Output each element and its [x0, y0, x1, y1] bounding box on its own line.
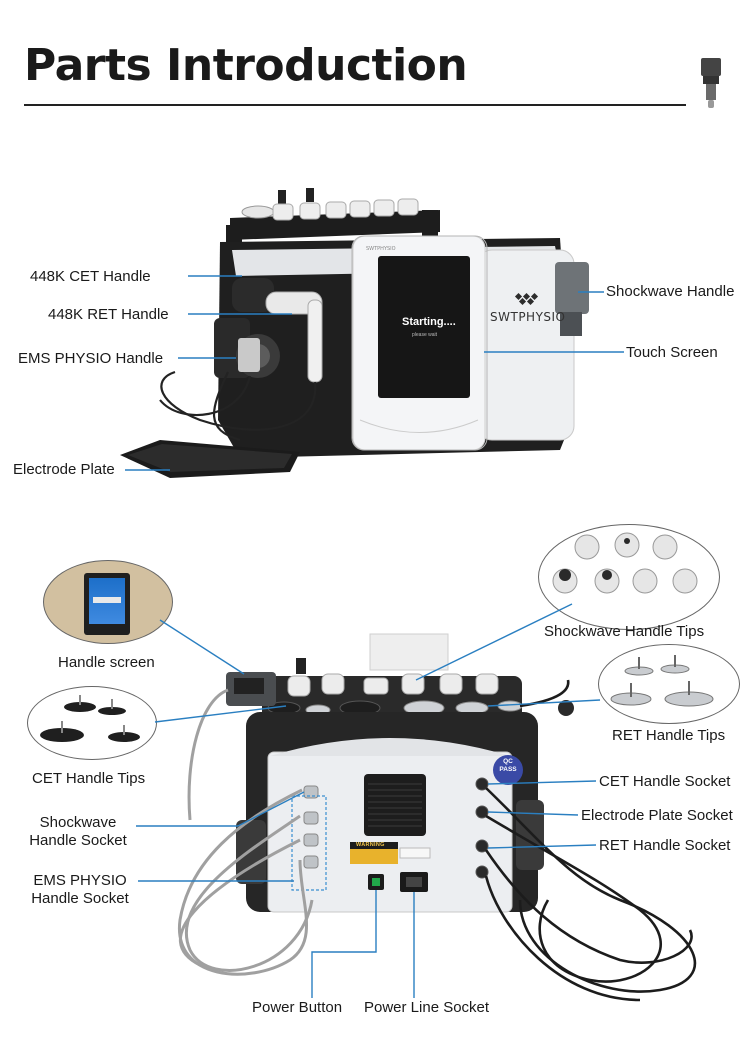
label-cet-handle-socket: CET Handle Socket — [599, 773, 731, 790]
cet-tips-oval — [27, 686, 157, 760]
leader-cet-tips — [154, 705, 287, 723]
ret-handle-rear — [558, 700, 574, 716]
label-shockwave-socket-l1: Shockwave — [39, 814, 117, 831]
label-ems-handle-socket: EMS PHYSIO Handle Socket — [22, 872, 138, 908]
label-power-line-socket: Power Line Socket — [364, 999, 490, 1016]
label-ems-socket-l2: Handle Socket — [31, 890, 129, 907]
ems-socket-highlight — [291, 795, 327, 891]
handle-screen-oval — [43, 560, 173, 644]
label-touch-screen: Touch Screen — [626, 344, 718, 361]
label-power-button: Power Button — [252, 999, 343, 1016]
label-ret-handle: 448K RET Handle — [48, 306, 169, 323]
leader-ret-socket — [487, 844, 597, 849]
rear-handle-unit — [226, 672, 276, 706]
label-electrode-plate-socket: Electrode Plate Socket — [581, 807, 733, 824]
rear-cables-right — [484, 679, 697, 1002]
qc-badge-line2: PASS — [499, 766, 517, 773]
label-ems-handle: EMS PHYSIO Handle — [18, 350, 164, 367]
label-shockwave-handle-tips: Shockwave Handle Tips — [544, 623, 705, 640]
ret-tips-oval — [598, 644, 740, 724]
leader-shockwave-tips — [415, 603, 573, 681]
screen-status-sub: please wait — [412, 332, 438, 338]
label-shockwave-handle-socket: Shockwave Handle Socket — [20, 814, 136, 850]
label-ems-socket-l1: EMS PHYSIO — [33, 872, 127, 889]
label-handle-screen: Handle screen — [58, 654, 155, 671]
handle-screen-preview — [84, 573, 130, 635]
label-ret-handle-tips: RET Handle Tips — [612, 727, 726, 744]
warning-label-text: WARNING — [356, 842, 385, 848]
rear-cables-left — [178, 688, 314, 976]
tip-rack — [226, 188, 440, 255]
qc-badge-line1: QC — [503, 758, 513, 765]
label-shockwave-socket-l2: Handle Socket — [29, 832, 127, 849]
shockwave-handle-icon — [701, 58, 721, 108]
electrode-plate — [120, 440, 300, 478]
label-electrode-plate: Electrode Plate — [13, 461, 115, 478]
qc-badge: QC PASS — [493, 758, 523, 774]
label-cet-handle: 448K CET Handle — [30, 268, 151, 285]
leader-shockwave-socket-d — [237, 791, 305, 827]
leader-ret-tips — [487, 699, 601, 707]
screen-status-text: Starting.... — [402, 316, 456, 328]
label-ret-handle-socket: RET Handle Socket — [599, 837, 731, 854]
rear-top-panel — [369, 633, 449, 671]
label-shockwave-handle: Shockwave Handle — [606, 283, 735, 300]
screen-brand-text: SWTPHYSIO — [490, 310, 566, 324]
page-title: Parts Introduction — [24, 40, 468, 91]
left-handles — [214, 278, 323, 383]
leader-handle-screen — [159, 619, 245, 675]
leader-electrode-socket — [487, 811, 579, 816]
title-divider — [24, 104, 686, 106]
shockwave-tips-oval — [538, 524, 720, 630]
handle-screen-bar — [93, 597, 121, 603]
rear-body — [236, 712, 544, 913]
top-cables — [159, 370, 317, 442]
screen-brand-logo — [504, 290, 554, 306]
front-panel: SWTPHYSIO — [351, 235, 488, 451]
leader-cet-socket — [487, 780, 597, 785]
label-cet-handle-tips: CET Handle Tips — [32, 770, 146, 787]
leader-power-button — [311, 890, 377, 998]
svg-text:SWTPHYSIO: SWTPHYSIO — [366, 246, 396, 252]
rear-tip-rack — [262, 658, 523, 720]
